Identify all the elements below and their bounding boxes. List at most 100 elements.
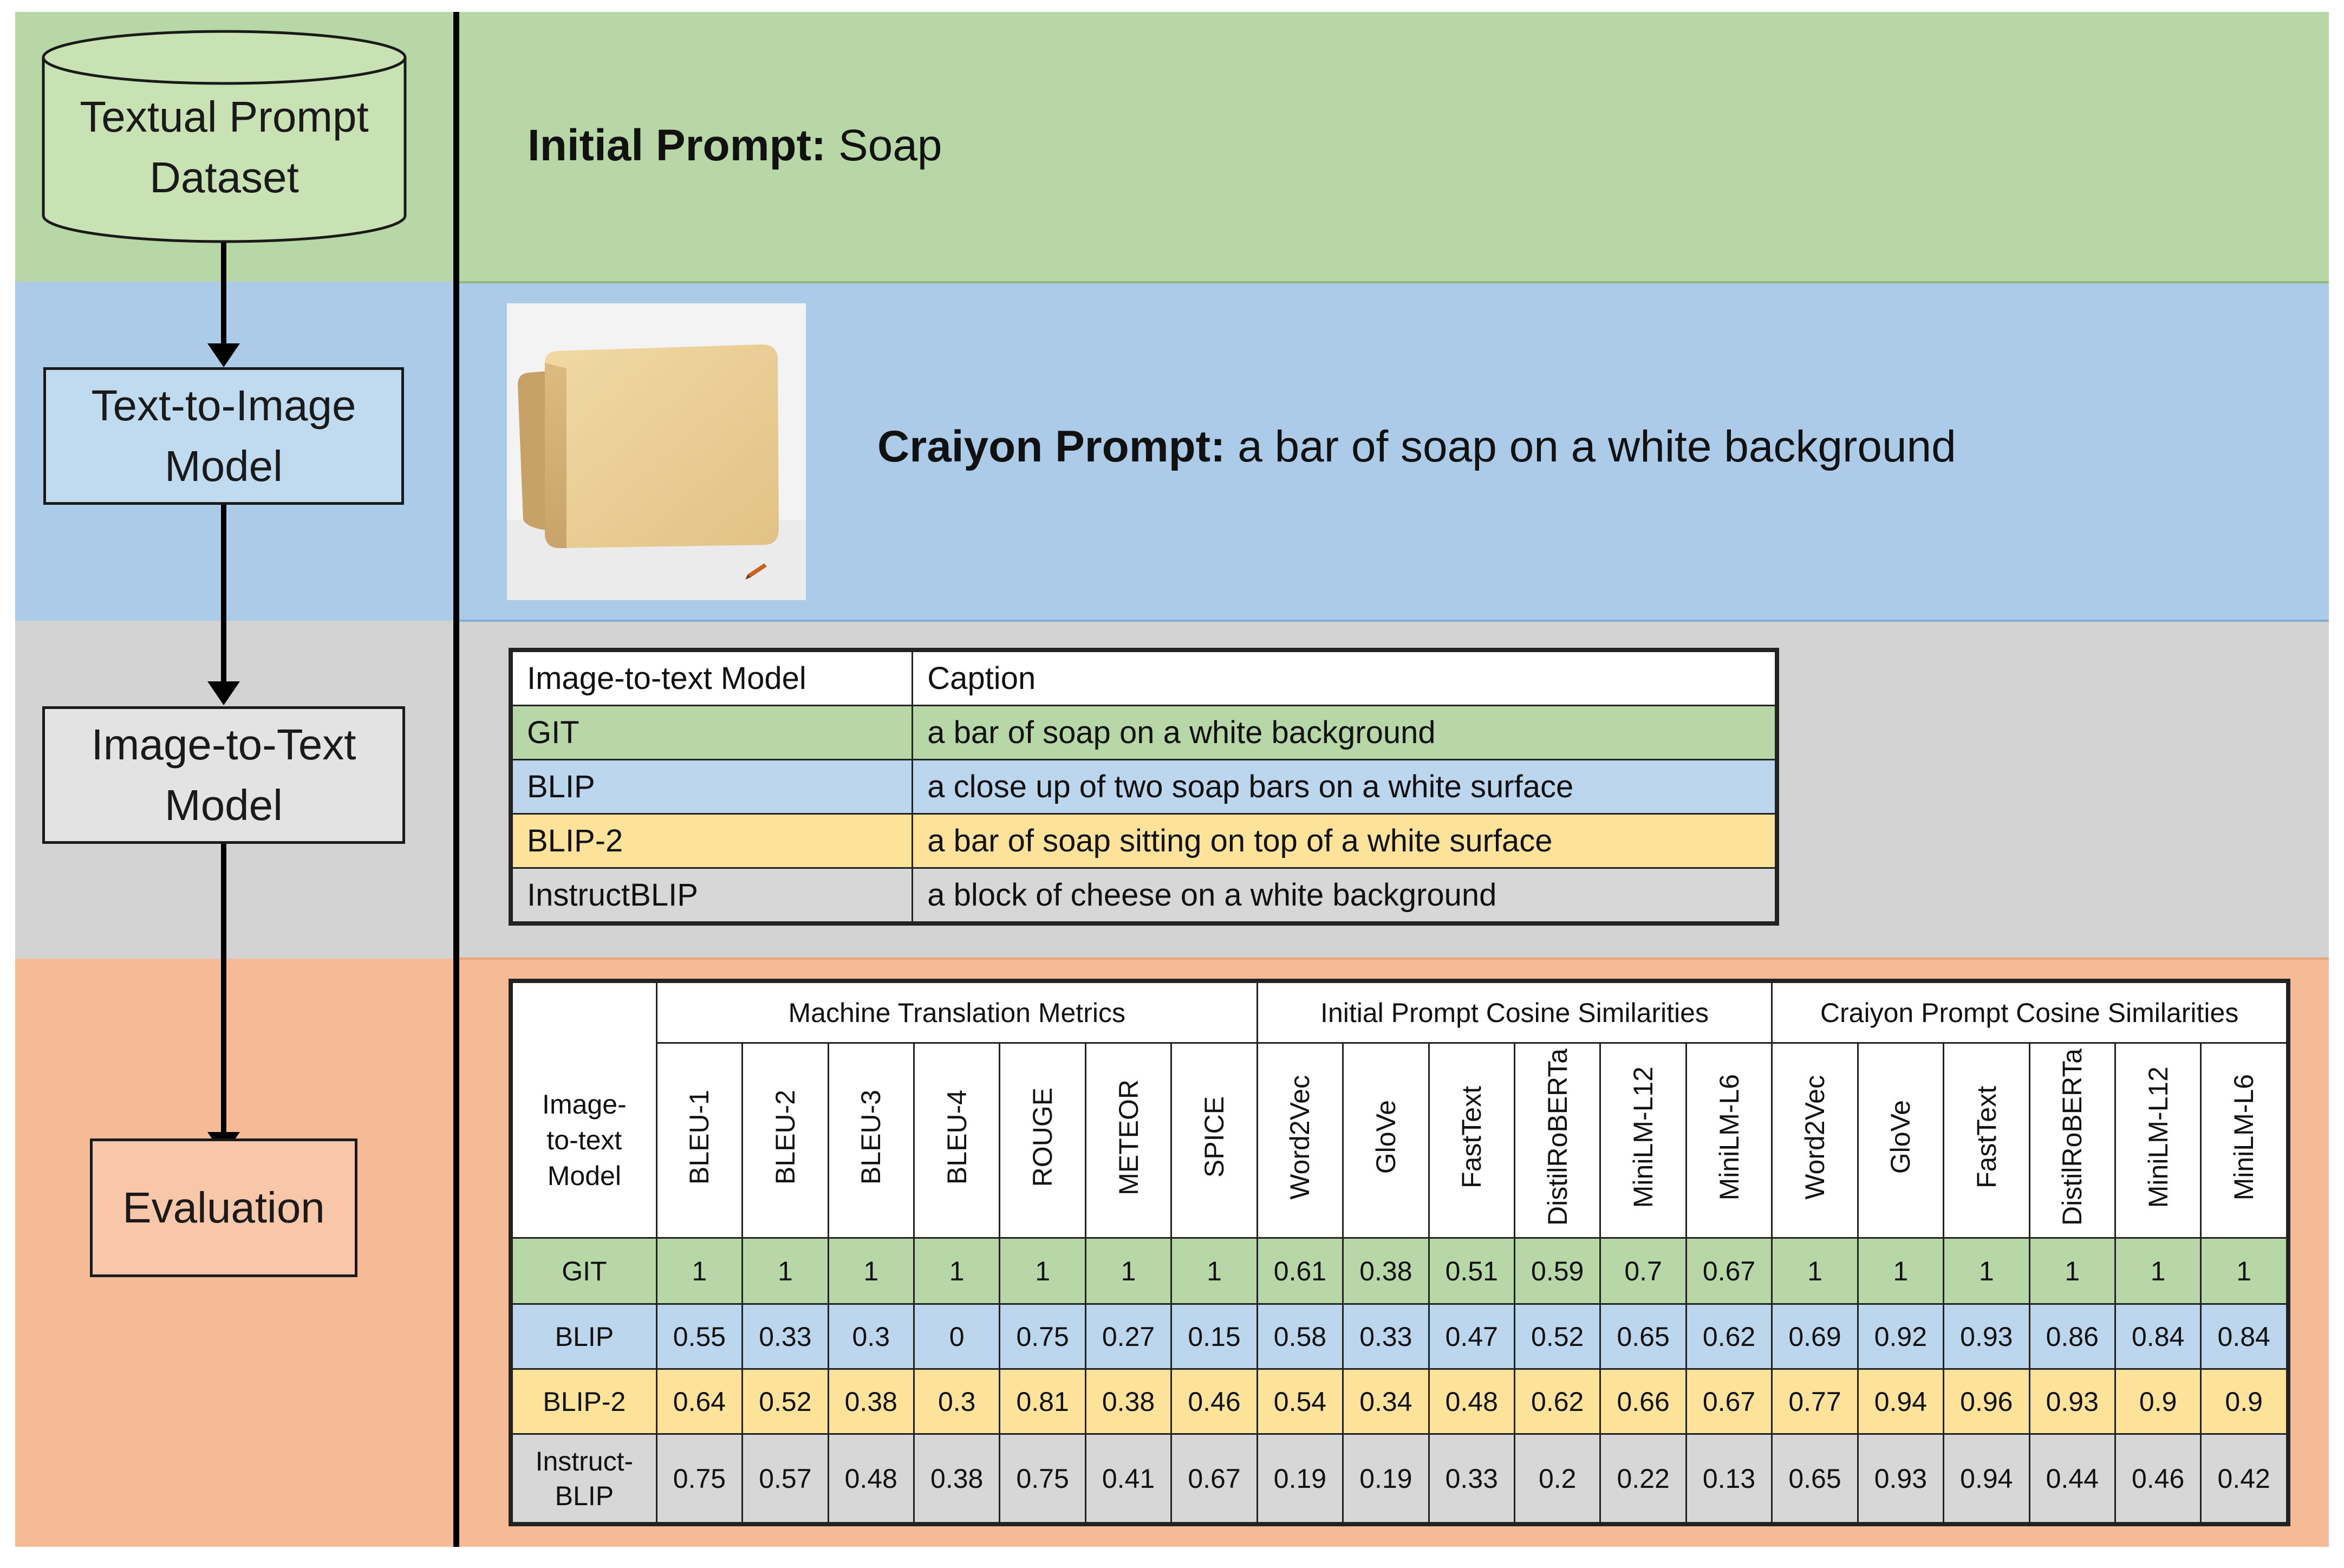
metric-value: 0.51	[1428, 1237, 1516, 1305]
metric-header: MiniLM-L12	[2114, 1042, 2202, 1239]
metric-value: 0.7	[1599, 1237, 1687, 1305]
metric-header: ROUGE	[999, 1042, 1086, 1239]
metric-value: 0.64	[655, 1368, 744, 1435]
metric-value: 0.93	[2028, 1368, 2116, 1435]
metric-value: 0.46	[2114, 1433, 2202, 1524]
text-to-image-box: Text-to-Image Model	[43, 367, 404, 505]
metric-value: 1	[1857, 1237, 1945, 1305]
metric-header: GloVe	[1342, 1042, 1430, 1239]
metric-header: DistilRoBERTa	[1513, 1042, 1601, 1239]
model-name: Instruct-BLIP	[511, 1433, 657, 1524]
metric-header-label: DistilRoBERTa	[1542, 1049, 1573, 1226]
model-name: BLIP	[511, 759, 914, 815]
metric-header-label: GloVe	[1885, 1100, 1916, 1174]
model-name: BLIP	[511, 1303, 657, 1370]
metric-value: 0.55	[655, 1303, 744, 1370]
metric-value: 1	[999, 1237, 1086, 1305]
metric-value: 0.34	[1342, 1368, 1430, 1435]
model-header: Image-to-text Model	[511, 1043, 657, 1239]
metric-value: 0.62	[1685, 1303, 1773, 1370]
metric-value: 0.75	[999, 1303, 1086, 1370]
metric-header-label: DistilRoBERTa	[2057, 1049, 2088, 1226]
metric-value: 0.33	[1428, 1433, 1516, 1524]
metric-value: 0	[913, 1303, 1001, 1370]
generated-soap-image	[507, 303, 806, 600]
band-divider	[459, 958, 2329, 960]
group-header: Initial Prompt Cosine Similarities	[1256, 981, 1773, 1044]
caption-table-header: Image-to-text Model Caption	[511, 650, 1776, 706]
metric-value: 1	[1943, 1237, 2030, 1305]
metric-header-label: MiniLM-L6	[1714, 1073, 1744, 1201]
group-header: Craiyon Prompt Cosine Similarities	[1771, 981, 2288, 1044]
metric-value: 0.47	[1428, 1303, 1516, 1370]
table-row: BLIP a close up of two soap bars on a wh…	[511, 759, 1776, 815]
initial-prompt-value: Soap	[838, 121, 942, 170]
metric-value: 0.66	[1599, 1368, 1687, 1435]
metric-header-label: MiniLM-L12	[2143, 1066, 2173, 1208]
metric-value: 0.9	[2114, 1368, 2202, 1435]
table-row: GIT a bar of soap on a white background	[511, 705, 1776, 760]
metric-header: FastText	[1428, 1042, 1516, 1239]
metric-header: BLEU-3	[827, 1042, 915, 1239]
metric-value: 0.52	[741, 1368, 829, 1435]
craiyon-prompt-label: Craiyon Prompt:	[877, 422, 1226, 471]
metric-value: 0.48	[827, 1433, 915, 1524]
metric-value: 0.33	[1342, 1303, 1430, 1370]
metric-value: 0.38	[827, 1368, 915, 1435]
metric-value: 0.69	[1771, 1303, 1859, 1370]
database-icon	[42, 30, 407, 243]
metric-value: 0.75	[999, 1433, 1086, 1524]
metric-header: BLEU-4	[913, 1042, 1001, 1239]
metric-value: 1	[2028, 1237, 2116, 1305]
metric-header: FastText	[1943, 1042, 2030, 1239]
metric-value: 0.3	[913, 1368, 1001, 1435]
metric-value: 0.58	[1256, 1303, 1344, 1370]
model-name: BLIP-2	[511, 1368, 657, 1435]
metric-header-label: Word2Vec	[1799, 1075, 1830, 1200]
header-model: Image-to-text Model	[511, 650, 914, 706]
metric-value: 0.93	[1857, 1433, 1945, 1524]
metric-value: 0.59	[1513, 1237, 1601, 1305]
craiyon-prompt: Craiyon Prompt: a bar of soap on a white…	[877, 421, 1956, 472]
metric-value: 0.2	[1513, 1433, 1601, 1524]
metric-header-label: FastText	[1971, 1086, 2002, 1188]
metric-value: 0.62	[1513, 1368, 1601, 1435]
metric-value: 1	[741, 1237, 829, 1305]
metric-value: 1	[913, 1237, 1001, 1305]
metric-value: 1	[655, 1237, 744, 1305]
metric-header-label: MiniLM-L6	[2229, 1073, 2260, 1201]
metric-value: 1	[1771, 1237, 1859, 1305]
metric-header: BLEU-2	[741, 1042, 829, 1239]
metric-value: 0.75	[655, 1433, 744, 1524]
initial-prompt: Initial Prompt: Soap	[528, 120, 942, 171]
metric-value: 0.19	[1256, 1433, 1344, 1524]
metric-header: METEOR	[1084, 1042, 1173, 1239]
model-name: InstructBLIP	[511, 867, 914, 923]
arrow-head-icon	[207, 343, 240, 367]
metric-value: 0.3	[827, 1303, 915, 1370]
vertical-separator	[453, 12, 459, 1547]
metric-value: 0.38	[913, 1433, 1001, 1524]
arrow-head-icon	[207, 681, 240, 705]
band-divider	[459, 281, 2329, 283]
metric-value: 0.94	[1943, 1433, 2030, 1524]
metric-value: 0.93	[1943, 1303, 2030, 1370]
metric-value: 0.9	[2200, 1368, 2288, 1435]
metric-value: 0.57	[741, 1433, 829, 1524]
metric-header: MiniLM-L12	[1599, 1042, 1687, 1239]
metric-value: 0.65	[1771, 1433, 1859, 1524]
metric-header: BLEU-1	[655, 1042, 744, 1239]
dataset-label: Textual Prompt Dataset	[80, 93, 369, 201]
caption-text: a bar of soap sitting on top of a white …	[911, 813, 1776, 869]
metric-value: 1	[2114, 1237, 2202, 1305]
flow-arrow	[221, 505, 226, 684]
metric-value: 0.54	[1256, 1368, 1344, 1435]
metric-header-label: GloVe	[1370, 1100, 1401, 1174]
blank-cell	[511, 981, 657, 1043]
initial-prompt-label: Initial Prompt:	[528, 121, 826, 170]
model-name: BLIP-2	[511, 813, 914, 869]
